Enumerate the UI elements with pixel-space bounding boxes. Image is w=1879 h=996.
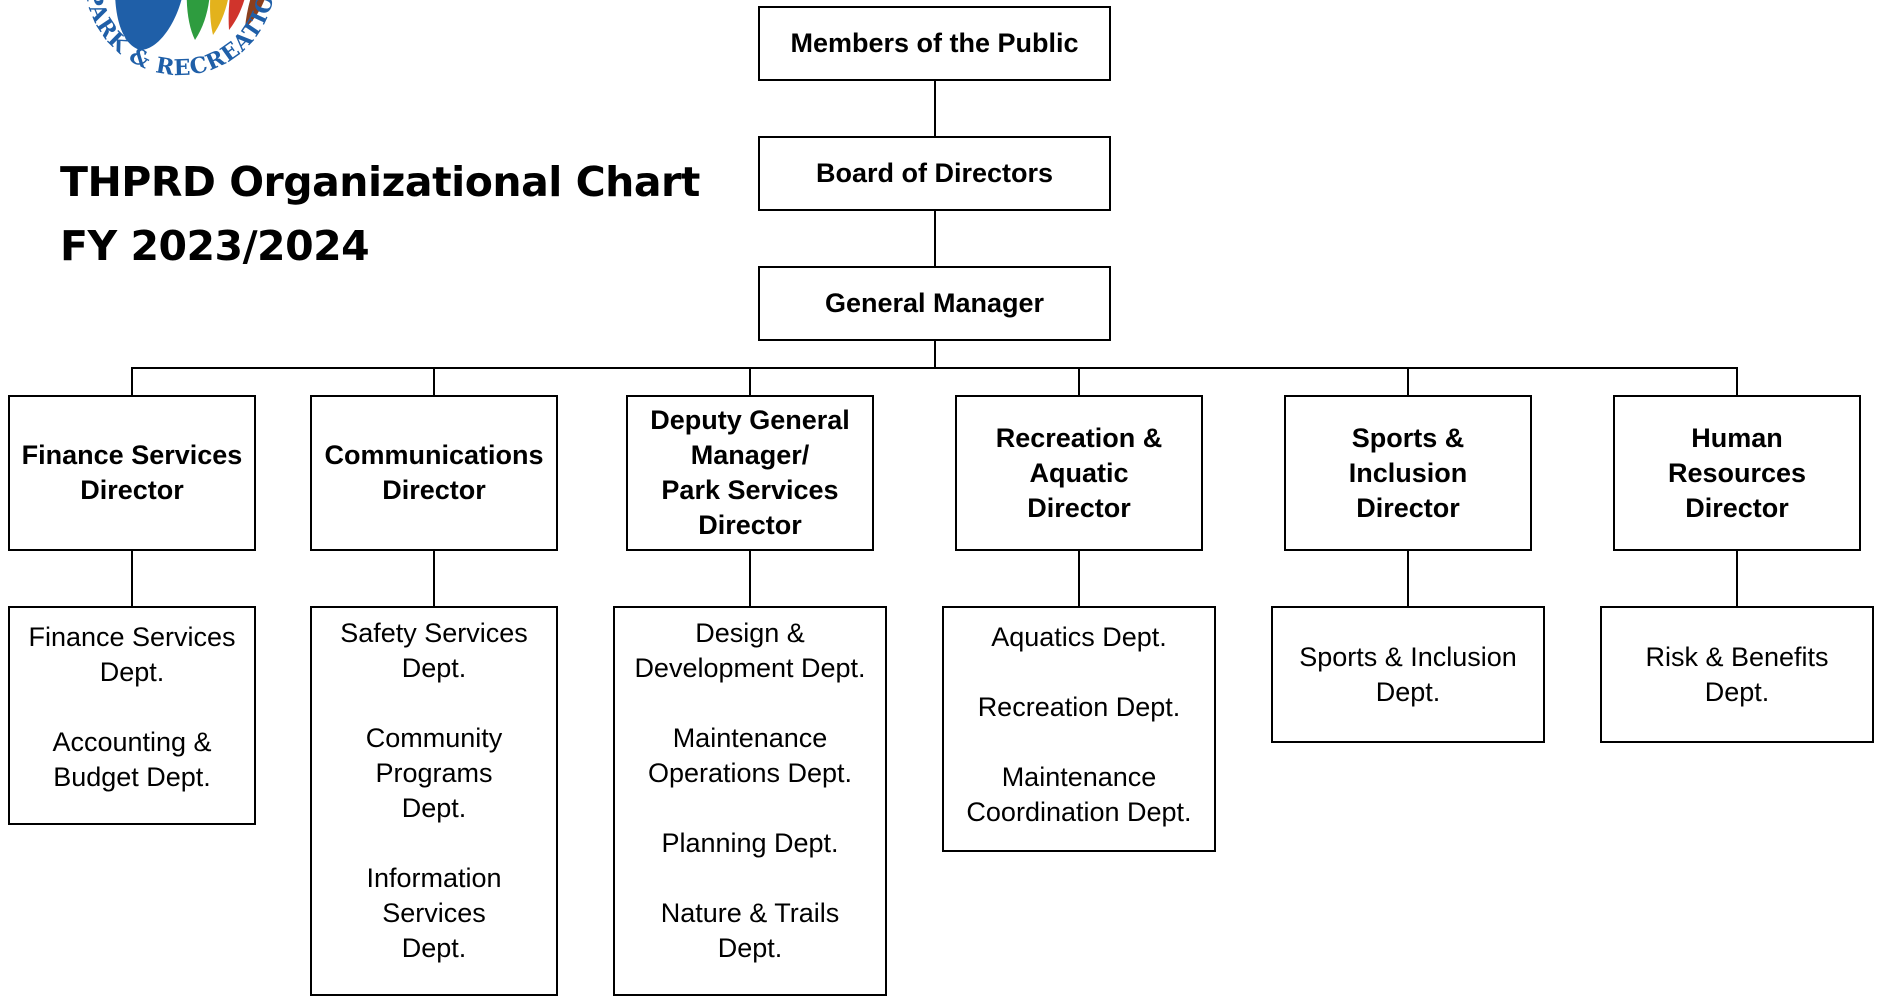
drop-recreation — [1078, 367, 1080, 396]
logo-leaves-icon — [115, 0, 265, 50]
general-manager-label: General Manager — [824, 288, 1045, 318]
title-line-1: THPRD Organizational Chart — [60, 158, 700, 206]
connector-finance-depts — [131, 551, 133, 607]
page-title: THPRD Organizational Chart FY 2023/2024 — [60, 150, 700, 278]
drop-communications — [433, 367, 435, 396]
sports-depts-box: Sports & Inclusion Dept. — [1271, 606, 1545, 743]
finance-depts-box: Finance Services Dept. Accounting & Budg… — [8, 606, 256, 825]
communications-director-label: Communications Director — [324, 440, 544, 505]
dept-planning: Planning Dept. — [661, 828, 839, 858]
connector-communications-depts — [433, 551, 435, 607]
board-of-directors-box: Board of Directors — [758, 136, 1111, 211]
dept-recreation: Recreation Dept. — [977, 692, 1181, 722]
members-of-the-public-box: Members of the Public — [758, 6, 1111, 81]
dept-design-development: Design & Development Dept. — [634, 618, 866, 683]
communications-director-box: Communications Director — [310, 395, 558, 551]
communications-depts-box: Safety Services Dept. Community Programs… — [310, 606, 558, 996]
title-line-2: FY 2023/2024 — [60, 222, 370, 270]
drop-deputy-gm — [749, 367, 751, 396]
drop-hr — [1736, 367, 1738, 396]
dept-nature-trails: Nature & Trails Dept. — [660, 898, 840, 963]
hr-depts-box: Risk & Benefits Dept. — [1600, 606, 1874, 743]
connector-recreation-depts — [1078, 551, 1080, 607]
finance-services-director-label: Finance Services Director — [21, 440, 243, 505]
dept-community-programs: Community Programs Dept. — [365, 723, 503, 823]
deputy-gm-park-services-director-label: Deputy General Manager/ Park Services Di… — [650, 405, 850, 540]
finance-services-director-box: Finance Services Director — [8, 395, 256, 551]
sports-inclusion-director-label: Sports & Inclusion Director — [1348, 422, 1468, 523]
dept-sports-inclusion: Sports & Inclusion Dept. — [1299, 642, 1517, 707]
deputy-gm-park-services-director-box: Deputy General Manager/ Park Services Di… — [626, 395, 874, 551]
dept-information-services: Information Services Dept. — [366, 863, 502, 963]
general-manager-box: General Manager — [758, 266, 1111, 341]
director-bus-line — [131, 367, 1738, 369]
connector-sports-depts — [1407, 551, 1409, 607]
board-of-directors-label: Board of Directors — [815, 158, 1054, 188]
human-resources-director-box: Human Resources Director — [1613, 395, 1861, 551]
connector-board-gm — [934, 211, 936, 267]
dept-maintenance-operations: Maintenance Operations Dept. — [647, 723, 853, 788]
connector-deputy-gm-depts — [749, 551, 751, 607]
dept-aquatics: Aquatics Dept. — [991, 622, 1167, 652]
connector-public-board — [934, 81, 936, 137]
connector-hr-depts — [1736, 551, 1738, 607]
recreation-aquatic-director-label: Recreation & Aquatic Director — [995, 422, 1163, 523]
thprd-logo: PARK & RECREATION DISTRICT — [45, 0, 280, 81]
sports-inclusion-director-box: Sports & Inclusion Director — [1284, 395, 1532, 551]
dept-safety-services: Safety Services Dept. — [340, 618, 528, 683]
dept-maintenance-coordination: Maintenance Coordination Dept. — [966, 762, 1192, 827]
drop-finance — [131, 367, 133, 396]
human-resources-director-label: Human Resources Director — [1667, 422, 1807, 523]
dept-risk-benefits: Risk & Benefits Dept. — [1645, 642, 1829, 707]
drop-sports — [1407, 367, 1409, 396]
members-of-the-public-label: Members of the Public — [790, 28, 1079, 58]
dept-accounting-budget: Accounting & Budget Dept. — [52, 727, 212, 792]
recreation-aquatic-director-box: Recreation & Aquatic Director — [955, 395, 1203, 551]
connector-gm-bus — [934, 341, 936, 368]
deputy-gm-depts-box: Design & Development Dept. Maintenance O… — [613, 606, 887, 996]
recreation-depts-box: Aquatics Dept. Recreation Dept. Maintena… — [942, 606, 1216, 852]
dept-finance-services: Finance Services Dept. — [28, 622, 236, 687]
